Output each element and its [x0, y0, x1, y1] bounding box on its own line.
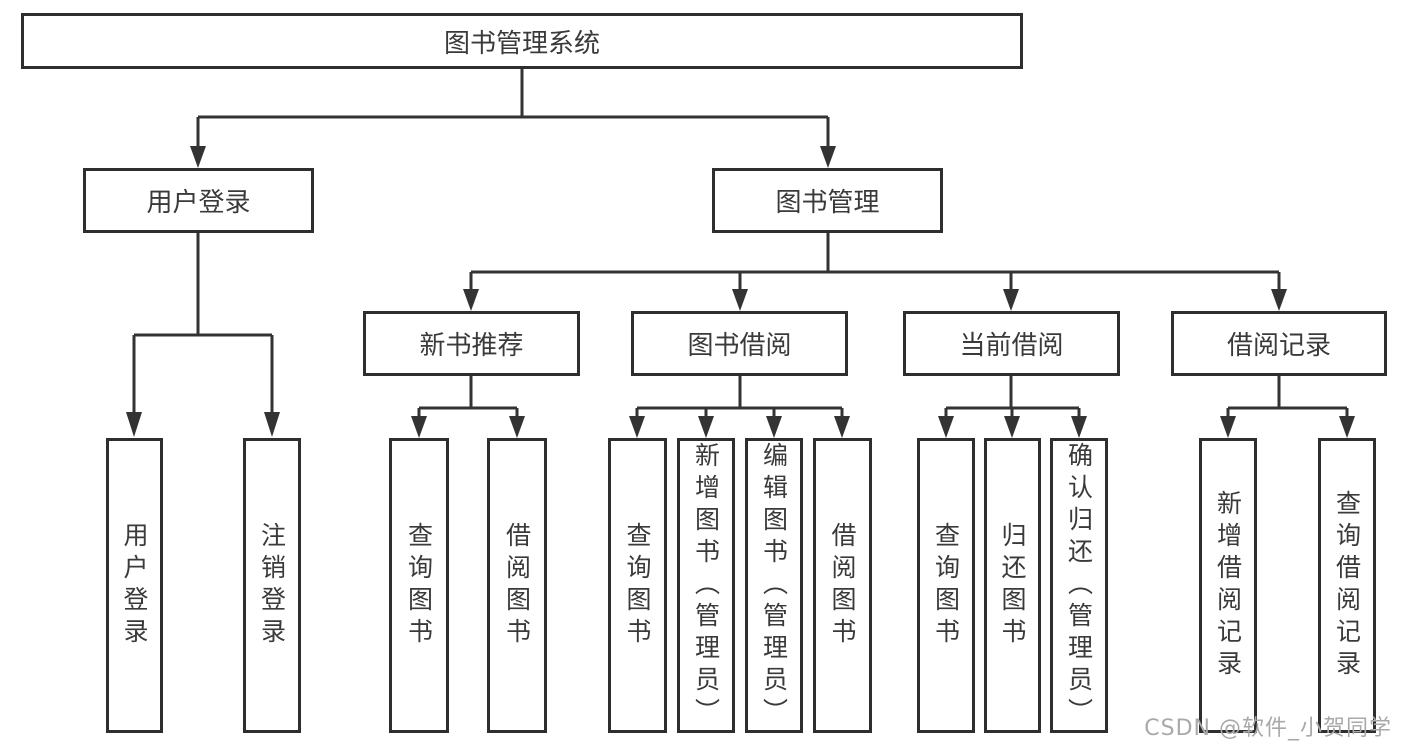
connector-lines: [132, 69, 1349, 416]
node-label: 编辑图书（管理员）: [759, 441, 789, 730]
node-label: 借阅图书: [502, 521, 532, 650]
connector-root-to-level2: [196, 69, 830, 146]
leaf-borrow-books: 借阅图书: [813, 438, 872, 733]
connector-book-mgmt-to-level3: [469, 233, 1281, 289]
node-user-login: 用户登录: [83, 168, 314, 233]
leaf-query-books-current: 查询图书: [917, 438, 975, 733]
node-label: 用户登录: [146, 188, 251, 218]
node-label: 新增借阅记录: [1213, 489, 1243, 682]
node-borrowing-records: 借阅记录: [1171, 311, 1387, 376]
arrow-icon: [190, 146, 206, 168]
arrow-icon: [1004, 416, 1020, 438]
node-label: 用户登录: [120, 521, 149, 650]
arrow-icon: [629, 416, 645, 438]
node-book-borrowing: 图书借阅: [631, 311, 848, 376]
node-label: 查询借阅记录: [1332, 489, 1362, 682]
arrow-icon: [1071, 416, 1087, 438]
connector-current-borrow-children: [944, 376, 1081, 416]
connector-new-book-children: [417, 376, 519, 416]
node-book-management: 图书管理: [712, 168, 943, 233]
arrow-icon: [732, 289, 748, 311]
node-label: 查询图书: [623, 521, 652, 650]
leaf-borrow-books-recommend: 借阅图书: [487, 438, 547, 733]
leaf-query-books-borrow: 查询图书: [608, 438, 667, 733]
arrow-icon: [126, 412, 142, 437]
node-label: 查询图书: [931, 521, 961, 650]
arrow-icon: [1339, 416, 1355, 438]
arrow-icon: [1271, 289, 1287, 311]
leaf-user-login: 用户登录: [106, 438, 163, 733]
node-label: 新增图书（管理员）: [691, 441, 721, 730]
node-label: 新书推荐: [419, 331, 524, 361]
arrow-icon: [463, 289, 479, 311]
arrow-icon: [1003, 289, 1019, 311]
arrow-icon: [820, 146, 836, 168]
leaf-return-book: 归还图书: [984, 438, 1041, 733]
node-label: 图书管理: [775, 188, 880, 218]
node-label: 借阅图书: [828, 521, 857, 650]
node-label: 借阅记录: [1226, 331, 1331, 361]
leaf-query-borrow-record: 查询借阅记录: [1318, 438, 1376, 733]
node-label: 归还图书: [998, 521, 1027, 650]
connector-user-login-children: [132, 232, 274, 412]
leaf-edit-book-admin: 编辑图书（管理员）: [745, 438, 803, 733]
node-label: 确认归还（管理员）: [1064, 441, 1094, 730]
arrow-icon: [264, 412, 280, 437]
arrowheads: [126, 146, 1355, 438]
leaf-add-book-admin: 新增图书（管理员）: [677, 438, 735, 733]
arrow-icon: [938, 416, 954, 438]
node-label: 图书借阅: [687, 331, 792, 361]
watermark-text: CSDN @软件_小贺同学: [1144, 716, 1392, 741]
leaf-add-borrow-record: 新增借阅记录: [1199, 438, 1257, 733]
leaf-query-books-recommend: 查询图书: [389, 438, 449, 733]
node-library-management-system: 图书管理系统: [21, 13, 1023, 69]
node-label: 当前借阅: [959, 331, 1064, 361]
node-label: 图书管理系统: [443, 28, 600, 59]
arrow-icon: [509, 416, 525, 438]
leaf-logout: 注销登录: [243, 438, 301, 733]
connector-book-borrow-children: [635, 376, 844, 416]
node-current-borrowing: 当前借阅: [903, 311, 1120, 376]
connector-borrow-records-children: [1226, 376, 1349, 416]
leaf-confirm-return-admin: 确认归还（管理员）: [1050, 438, 1108, 733]
node-label: 查询图书: [404, 521, 434, 650]
arrow-icon: [698, 416, 714, 438]
arrow-icon: [834, 416, 850, 438]
node-new-book-recommend: 新书推荐: [363, 311, 580, 376]
arrow-icon: [1220, 416, 1236, 438]
arrow-icon: [766, 416, 782, 438]
arrow-icon: [411, 416, 427, 438]
node-label: 注销登录: [257, 521, 287, 650]
